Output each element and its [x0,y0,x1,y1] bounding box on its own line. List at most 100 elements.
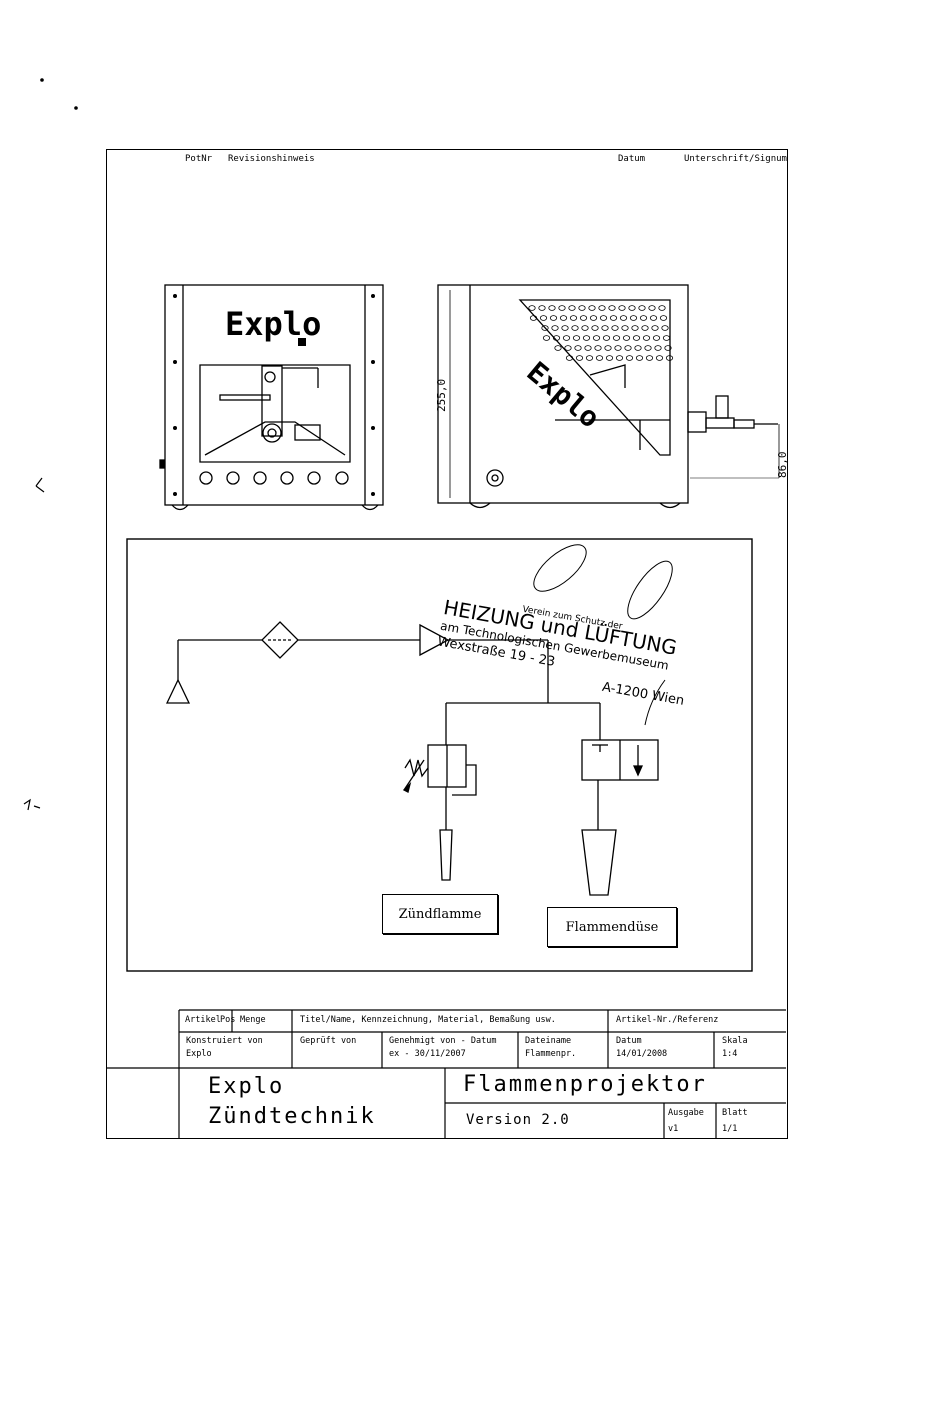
drawing-frame [106,149,788,1139]
vent-hole [659,315,668,321]
vent-hole [632,335,641,341]
vent-hole [541,325,549,331]
vent-hole [542,335,551,341]
vent-hole [628,305,636,311]
vent-hole [548,305,556,311]
vent-hole [648,305,656,311]
edition-label: Ausgabe [668,1108,704,1118]
vent-hole [528,305,536,311]
pneumatic-schematic [165,621,659,896]
vent-hole [554,345,562,351]
date-label: Datum [616,1036,642,1046]
vent-hole [568,305,576,311]
vent-hole [634,345,642,351]
front-view [159,284,384,511]
vent-hole [578,305,586,311]
vent-hole [588,305,596,311]
col-position: Pos [220,1015,236,1025]
vent-hole [645,355,654,361]
vent-hole [629,315,638,321]
vent-hole [601,325,609,331]
approved-label: Genehmigt von - Datum [389,1036,497,1046]
rev-signature-header: Unterschrift/Signum [684,154,787,164]
scale-value: 1:4 [722,1049,738,1059]
front-logo: Explo [225,305,321,343]
version: Version 2.0 [466,1112,570,1128]
front-logo-mark [298,338,306,346]
vent-hole [651,325,659,331]
vent-hole [592,335,601,341]
vent-hole [621,325,629,331]
rev-revision-header: Revisionshinweis [228,154,315,164]
col-reference: Artikel-Nr./Referenz [616,1015,719,1025]
filename-label: Dateiname [525,1036,572,1046]
col-quantity: Menge [240,1015,266,1025]
vent-hole [649,315,658,321]
vent-hole [571,325,579,331]
schematic-frame [126,538,753,972]
title-block-grid [106,1009,786,1139]
drawing-title: Flammenprojektor [463,1072,707,1097]
rev-pos-header: PotNr [185,154,213,164]
sheet-value: 1/1 [722,1124,738,1134]
col-title: Titel/Name, Kennzeichnung, Material, Bem… [300,1015,556,1025]
vent-hole [549,315,558,321]
designed-by-value: Explo [186,1049,212,1059]
vent-hole [559,315,568,321]
vent-hole [561,325,569,331]
vent-hole [641,325,649,331]
vent-hole [591,325,599,331]
vent-hole [582,335,591,341]
vent-hole [604,345,612,351]
vent-hole [598,305,606,311]
vent-hole [635,355,644,361]
vent-hole [619,315,628,321]
vent-hole [622,335,631,341]
vent-hole [551,325,559,331]
date-value: 14/01/2008 [616,1049,668,1059]
vent-hole [611,325,619,331]
vent-hole [558,305,566,311]
vent-hole [658,305,666,311]
vent-hole [589,315,598,321]
vent-hole [642,335,651,341]
vent-hole [631,325,639,331]
edition-value: v1 [668,1124,679,1134]
vent-hole [595,355,604,361]
dim-height: 255,0 [435,379,448,412]
sheet-label: Blatt [722,1108,748,1118]
vent-hole [529,315,538,321]
checked-by-label: Geprüft von [300,1036,357,1046]
dim-width: 86,0 [776,452,789,479]
vent-hole [552,335,561,341]
vent-hole [652,335,661,341]
vent-hole [602,335,611,341]
vent-hole [661,325,669,331]
vent-hole [609,315,618,321]
vent-hole [618,305,626,311]
vent-hole [539,315,548,321]
vent-hole [608,305,616,311]
stamp-overlay [533,544,673,726]
vent-hole [612,335,621,341]
pilot-flame-label: Zündflamme [382,894,498,934]
side-view [437,284,780,509]
vent-hole [605,355,614,361]
vent-hole [594,345,602,351]
vent-grid [528,305,674,361]
vent-hole [575,355,584,361]
scale-label: Skala [722,1036,748,1046]
company-line-1: Explo [208,1074,285,1099]
company-line-2: Zündtechnik [208,1104,376,1129]
vent-hole [585,355,594,361]
vent-hole [562,335,571,341]
vent-hole [664,345,672,351]
vent-hole [665,355,674,361]
vent-hole [599,315,608,321]
flame-nozzle-label: Flammendüse [547,907,677,947]
vent-hole [574,345,582,351]
filename-value: Flammenpr. [525,1049,577,1059]
vent-hole [644,345,652,351]
vent-hole [564,345,572,351]
